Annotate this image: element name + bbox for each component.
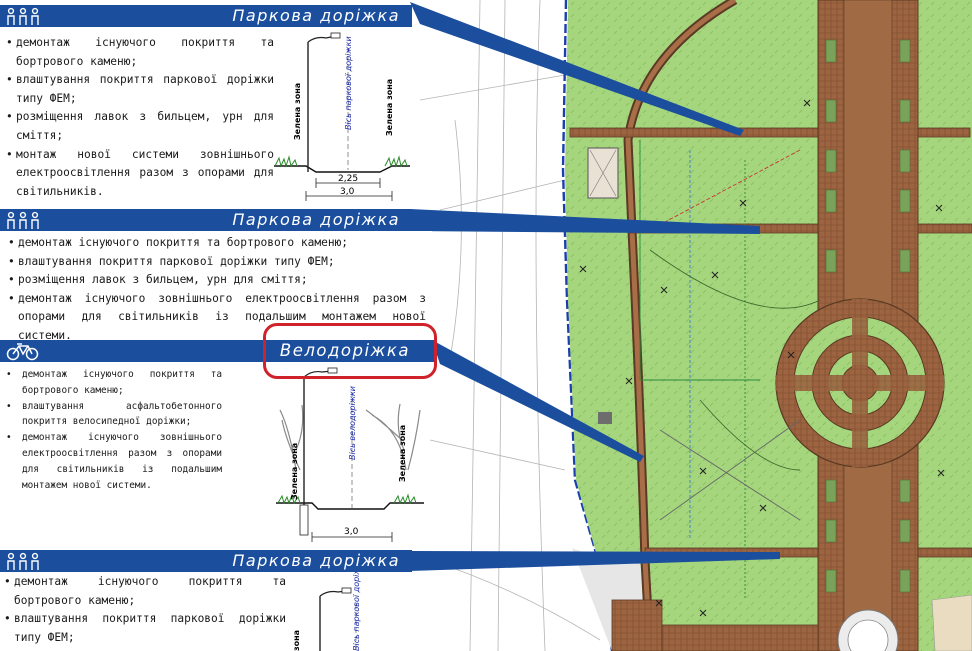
section-1-label-center: Вісь паркової доріжки — [344, 36, 353, 130]
section-1-item: демонтаж існуючого покриття та бортровог… — [6, 34, 274, 71]
cross-section-1: Зелена зона Вісь паркової доріжки Зелена… — [274, 32, 410, 201]
building — [587, 147, 619, 424]
section-4-list: демонтаж існуючого покриття та бортровог… — [4, 573, 286, 647]
cross-section-4: зона Вісь паркової доріжки — [292, 557, 361, 651]
section-1-label-right: Зелена зона — [385, 79, 394, 136]
section-4-title: Паркова доріжка — [232, 551, 400, 570]
section-1-dim-inner: 2,25 — [338, 174, 358, 184]
section-1-title: Паркова доріжка — [232, 6, 400, 25]
people-icon — [7, 211, 39, 229]
section-2-item: влаштування покриття паркової доріжки ти… — [8, 253, 426, 272]
section-3-item: демонтаж існуючого зовнішнього електроос… — [6, 430, 222, 493]
fountain — [611, 594, 972, 651]
cadastral-lines — [419, 0, 601, 651]
section-2-item: демонтаж існуючого зовнішнього електроос… — [8, 290, 426, 346]
section-3-title: Велодоріжка — [279, 341, 410, 360]
callout-leader-2 — [410, 209, 760, 234]
section-4-item: влаштування покриття паркової доріжки ти… — [4, 610, 286, 647]
section-1-item: влаштування покриття паркової доріжки ти… — [6, 71, 274, 108]
section-3-item: демонтаж існуючого покриття та бортровог… — [6, 367, 222, 399]
callout-leader-4 — [410, 551, 780, 571]
people-icon — [7, 552, 39, 570]
section-1-dim-outer: 3,0 — [340, 187, 355, 197]
cross-section-3: Зелена зона Вісь велодоріжки Зелена зона… — [276, 367, 424, 542]
section-1-item: розміщення лавок з бильцем, урн для сміт… — [6, 108, 274, 145]
section-3-label-right: Зелена зона — [398, 425, 407, 482]
section-3-item: влаштування асфальтобетонного покриття в… — [6, 399, 222, 431]
callout-leader-3 — [432, 340, 644, 462]
section-2-header: Паркова доріжка — [0, 209, 412, 231]
section-4-item: демонтаж існуючого покриття та бортровог… — [4, 573, 286, 610]
section-3-label-center: Вісь велодоріжки — [348, 386, 357, 460]
section-3-label-left: Зелена зона — [290, 443, 299, 500]
section-1-item: монтаж нової системи зовнішнього електро… — [6, 146, 274, 202]
section-1-label-left: Зелена зона — [293, 83, 302, 140]
section-4-label-left: зона — [292, 630, 301, 651]
circular-plaza — [775, 298, 945, 468]
callout-leader-1 — [410, 2, 744, 136]
avenue-planters — [825, 39, 911, 593]
section-4-header: Паркова доріжка — [0, 550, 412, 572]
section-1-header: Паркова доріжка — [0, 5, 412, 27]
section-2-list: демонтаж існуючого покриття та бортровог… — [8, 234, 426, 346]
section-2-item: демонтаж існуючого покриття та бортровог… — [8, 234, 426, 253]
section-1-list: демонтаж існуючого покриття та бортровог… — [6, 34, 274, 201]
section-3-dim: 3,0 — [344, 527, 359, 537]
cross-path-1 — [569, 127, 971, 138]
section-2-title: Паркова доріжка — [232, 210, 400, 229]
people-icon — [7, 7, 39, 25]
section-2-item: розміщення лавок з бильцем, урн для сміт… — [8, 271, 426, 290]
tree-markers — [579, 99, 945, 617]
section-4-label-center: Вісь паркової доріжки — [352, 557, 361, 651]
section-3-list: демонтаж існуючого покриття та бортровог… — [6, 367, 222, 493]
